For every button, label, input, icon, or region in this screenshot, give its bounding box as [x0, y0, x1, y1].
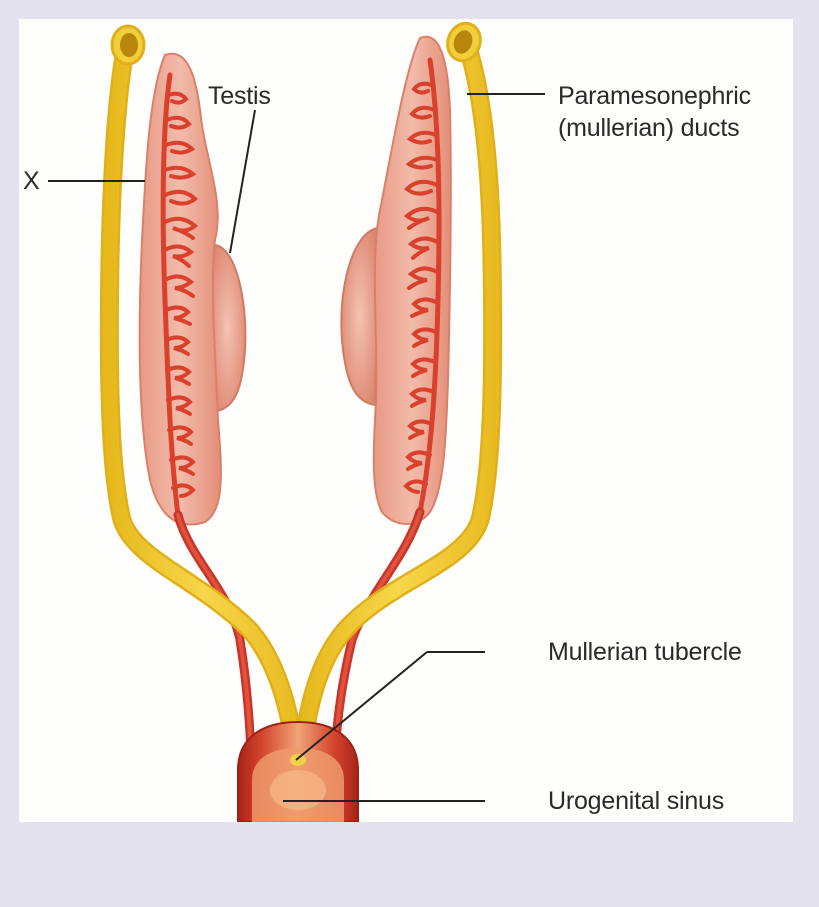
urogenital-sinus-shape: [237, 720, 359, 822]
diagram-panel: X Testis Paramesonephric (mullerian) duc…: [19, 19, 793, 822]
anatomy-illustration: [48, 21, 545, 822]
right-testis: [340, 226, 380, 407]
label-urogenital-sinus: Urogenital sinus: [548, 787, 725, 815]
label-paramesonephric-line1: Paramesonephric: [558, 82, 751, 110]
label-x: X: [23, 167, 40, 195]
label-paramesonephric-line2: (mullerian) ducts: [558, 114, 740, 142]
left-testis: [208, 243, 247, 414]
label-mullerian-tubercle: Mullerian tubercle: [548, 638, 742, 666]
right-structures: [292, 21, 503, 775]
label-testis: Testis: [208, 82, 271, 110]
leader-lines: [48, 93, 545, 802]
left-structures: [99, 24, 306, 775]
